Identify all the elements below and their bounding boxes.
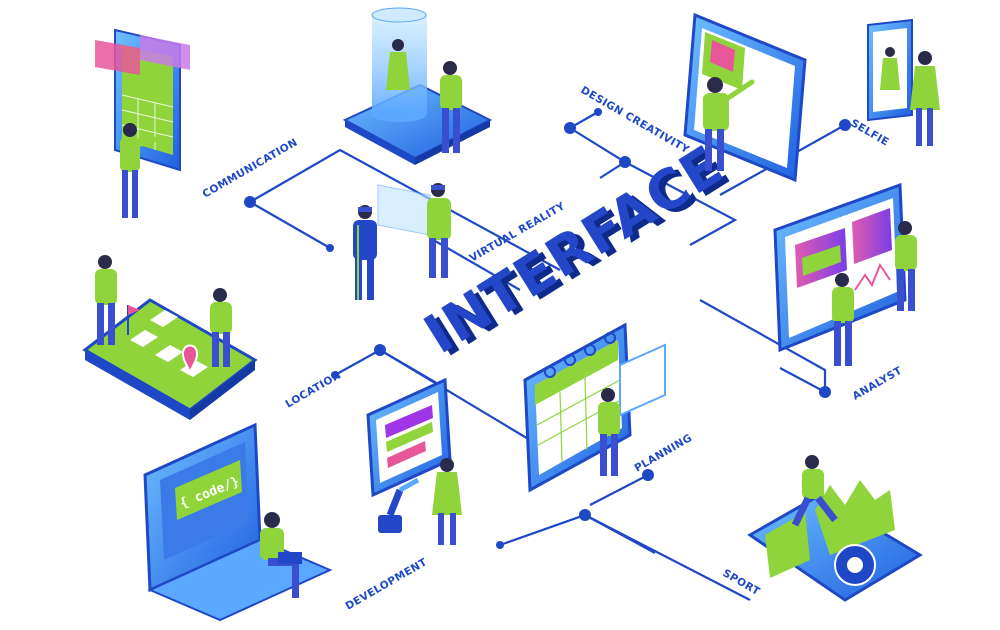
label-selfie: SELFIE	[849, 117, 891, 148]
label-location: LOCATION	[284, 369, 344, 411]
robot-arm	[378, 477, 420, 533]
title-group: INTERFACE INTERFACE	[414, 133, 741, 369]
code-laptop-scene: { code/}	[143, 422, 333, 622]
person-designer	[703, 77, 755, 171]
label-planning: PLANNING	[633, 432, 695, 475]
communication-scene	[95, 28, 190, 218]
selfie-scene	[867, 18, 940, 146]
label-analyst: ANALYST	[851, 364, 905, 402]
planning-scene	[523, 322, 666, 493]
person-selfie	[910, 51, 940, 146]
vr-scene	[353, 183, 451, 300]
person-location-2	[210, 288, 232, 367]
person-analyst-2	[895, 221, 917, 311]
development-scene	[366, 377, 462, 545]
label-development: DEVELOPMENT	[344, 556, 430, 613]
connector-nodes	[244, 108, 851, 549]
person-runner	[791, 455, 838, 527]
location-scene	[82, 255, 258, 420]
person-vr-1	[353, 205, 377, 300]
connector-lines	[249, 111, 846, 601]
person-hologram	[440, 61, 462, 153]
person-analyst-1	[832, 273, 854, 366]
person-coder	[260, 512, 302, 598]
person-planner	[598, 388, 620, 476]
label-sport: SPORT	[721, 567, 763, 598]
design-creativity-scene	[683, 12, 807, 183]
person-developer	[432, 458, 462, 545]
person-communication	[120, 123, 163, 218]
page-title: INTERFACE	[414, 133, 735, 366]
person-vr-2	[427, 183, 451, 278]
sport-scene	[747, 455, 923, 602]
label-communication: COMMUNICATION	[201, 136, 300, 200]
hologram-scene	[342, 7, 493, 165]
label-design-creativity: DESIGN CREATIVITY	[579, 84, 692, 156]
person-location-1	[95, 255, 117, 345]
analyst-scene	[773, 182, 917, 366]
